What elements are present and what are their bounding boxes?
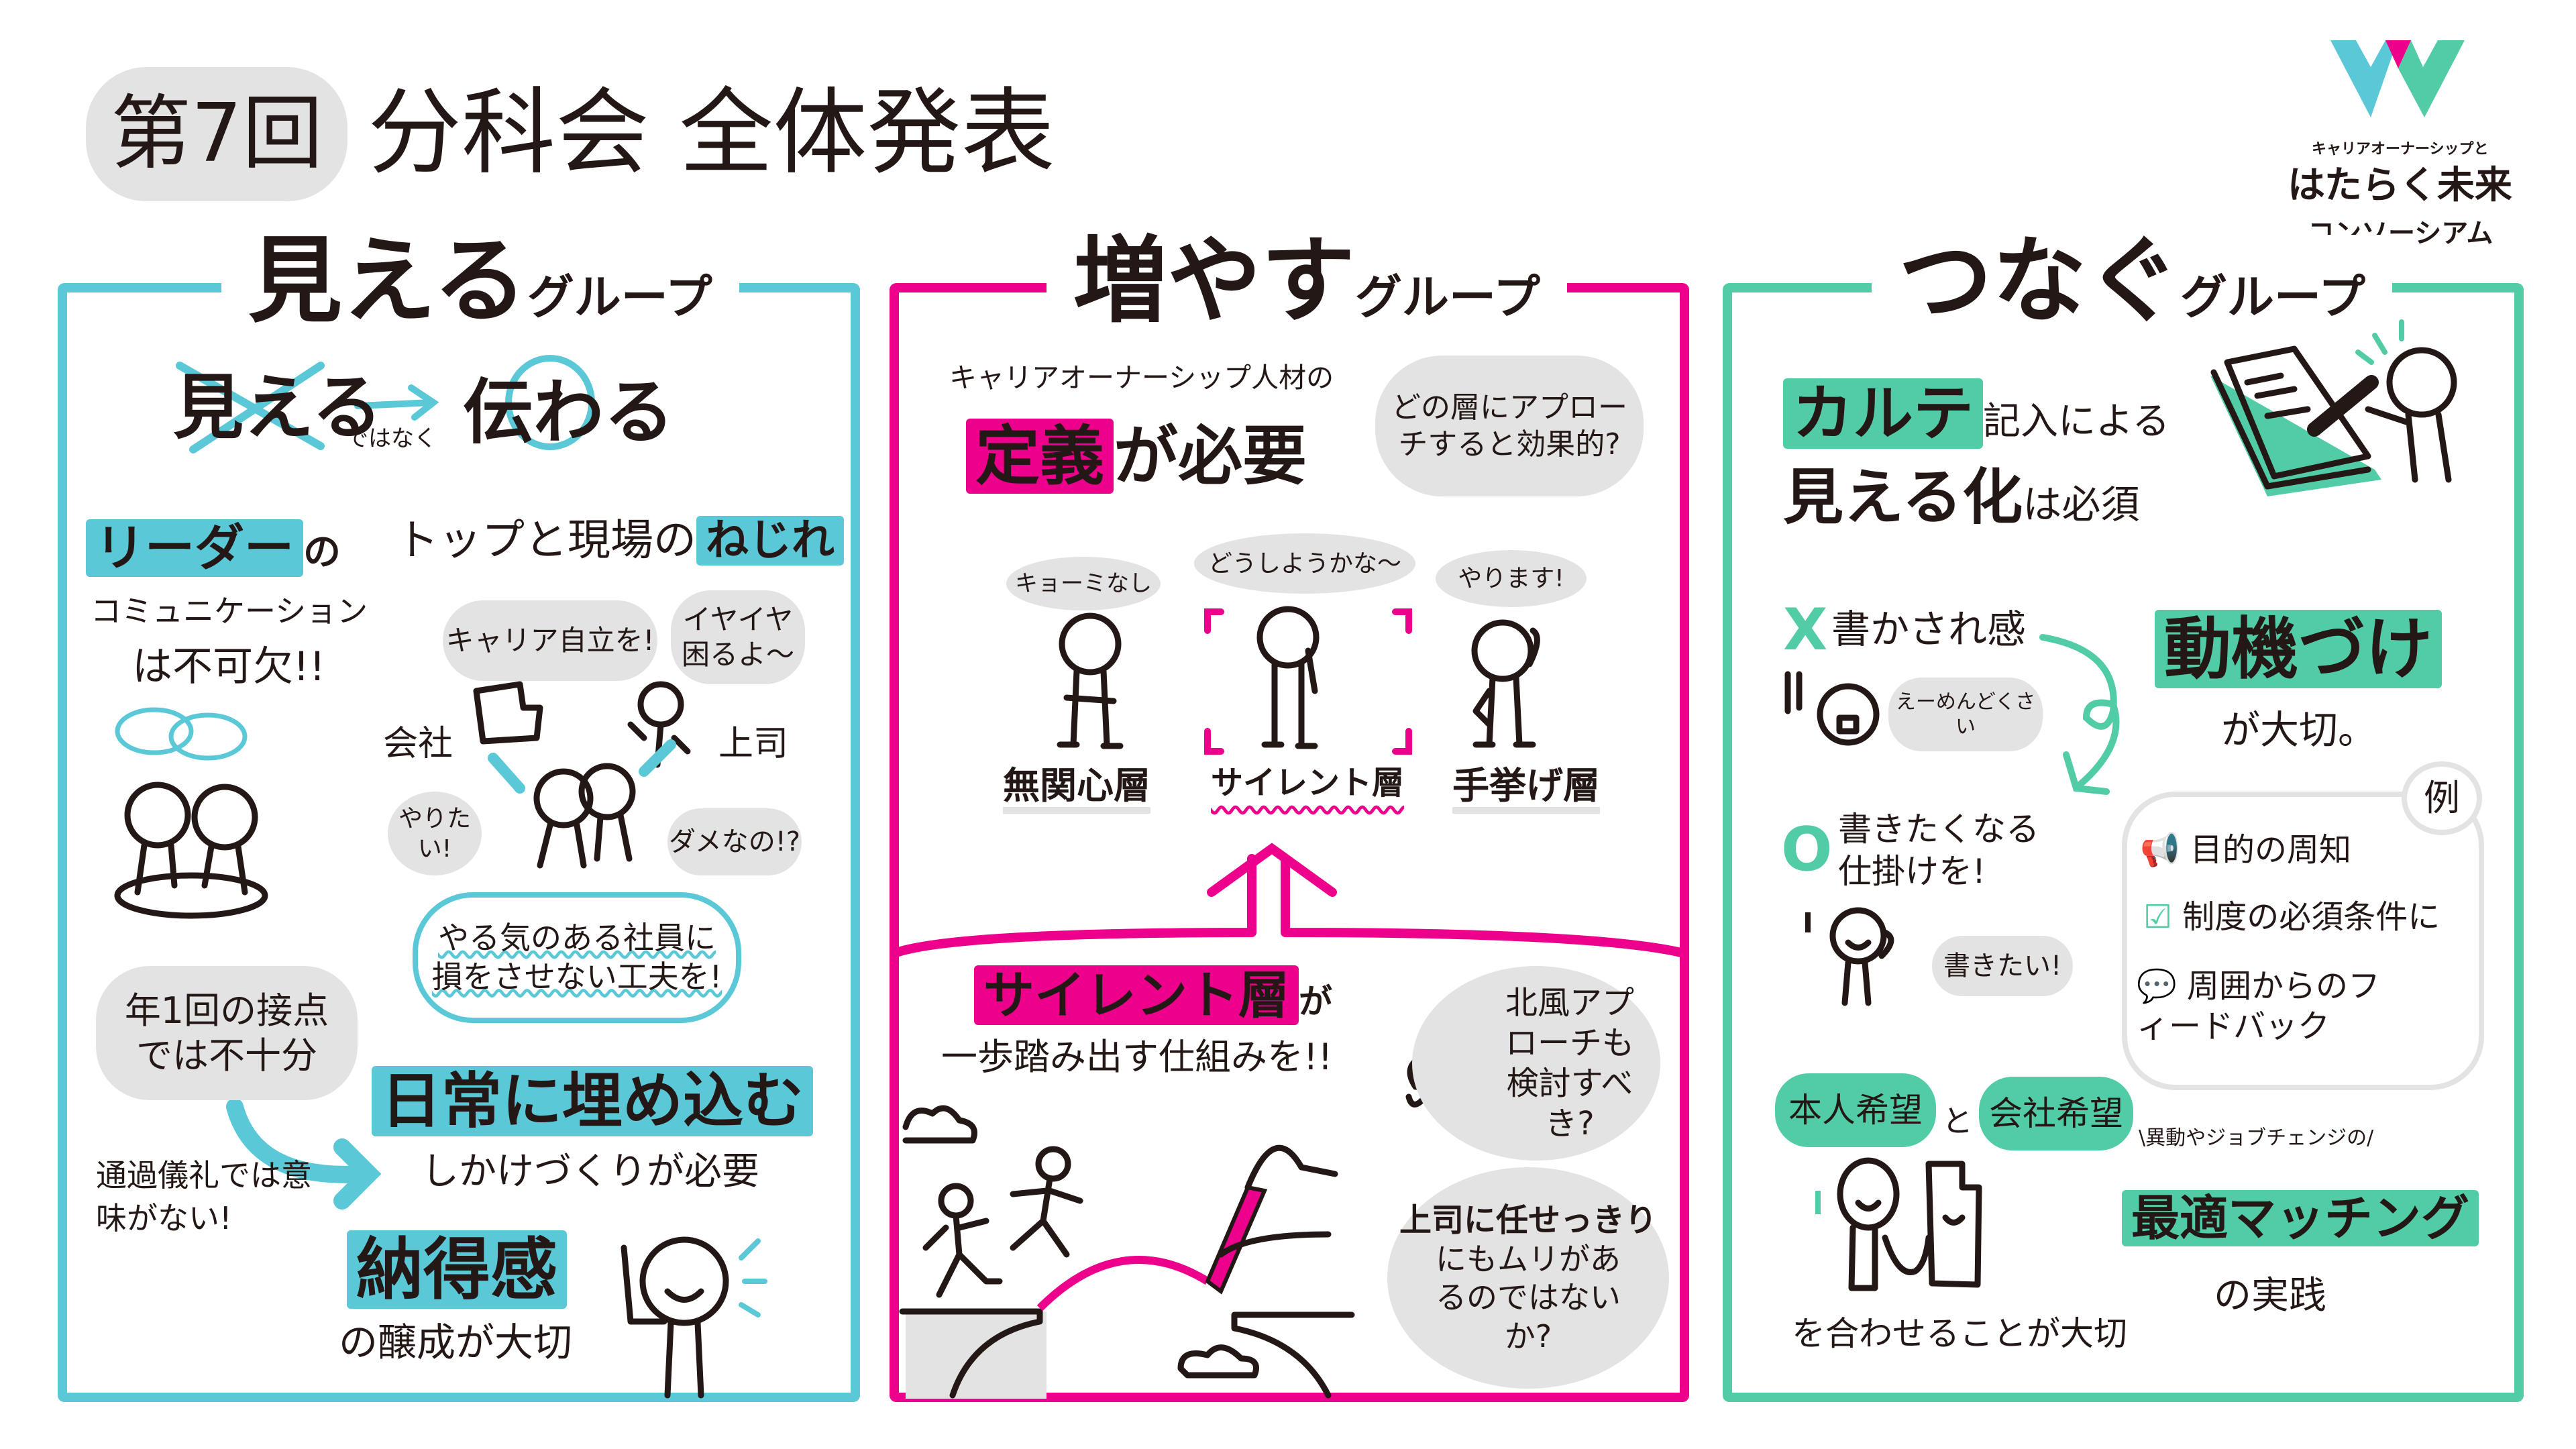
panel-title-mieru: 見えるグループ <box>221 235 739 329</box>
example-tag: 例 <box>2402 761 2482 835</box>
layer-uninterested-label: 無関心層 <box>1003 764 1151 814</box>
cliff-jump-illustration <box>899 1105 1355 1399</box>
bubble-company: キャリア自立を! <box>443 600 657 681</box>
and-text: と <box>1942 1103 1973 1139</box>
label-company: 会社 <box>383 724 453 764</box>
bubble-tedious: えーめんどくさい <box>1888 678 2043 751</box>
karte-heading: カルテ記入による <box>1783 378 2169 449</box>
practice-text: の実践 <box>2214 1274 2326 1318</box>
step-text: 一歩踏み出す仕組みを!! <box>941 1036 1333 1078</box>
curved-arrow-icon <box>226 1098 382 1210</box>
happy-writer-illustration <box>1805 907 1894 1006</box>
conversation-people-illustration <box>114 707 268 919</box>
motivation-sub: が大切。 <box>2221 707 2377 753</box>
bubble-no: ダメなの!? <box>667 808 802 875</box>
cross-out-icon <box>176 362 325 453</box>
example-item: ☑ 制度の必須条件に <box>2143 898 2440 936</box>
annoyed-face-icon <box>1784 671 1880 746</box>
layer-silent-label: サイレント層 <box>1211 764 1405 802</box>
mechanism-text: しかけづくりが必要 <box>421 1150 759 1193</box>
arrow-right-icon <box>354 384 439 421</box>
embed-heading: 日常に埋め込む <box>372 1066 813 1136</box>
chat-bubble-icon: 💬 <box>2137 967 2177 1005</box>
self-wish-bubble: 本人希望 <box>1775 1073 1936 1147</box>
panel-title-tsunagu: つなぐグループ <box>1872 235 2392 329</box>
ritual-text: 通過儀礼では意味がない! <box>96 1157 312 1237</box>
cloud-annual-contact: 年1回の接点では不十分 <box>96 966 358 1100</box>
bad-text: 書かされ感 <box>1831 606 2027 652</box>
megaphone-icon: 📢 <box>2140 831 2180 869</box>
bubble-want: やりたい! <box>388 792 482 875</box>
good-mark: O <box>1781 814 1833 885</box>
panel-title-fuyasu: 増やすグループ <box>1046 235 1567 329</box>
loop-arrow-icon <box>2039 634 2120 795</box>
crossed-word: 見える <box>173 367 382 449</box>
conviction-heading: 納得感 <box>347 1230 567 1309</box>
circle-mark-icon <box>505 355 595 450</box>
up-arrow-icon <box>892 843 1686 957</box>
boss-limit-bubble: 上司に任せっきり にもムリがあるのではないか? <box>1387 1167 1669 1389</box>
thought-raise-hand: やります! <box>1436 550 1587 607</box>
examples-box <box>2122 792 2484 1090</box>
bubble-boss: イヤイヤ困るよ〜 <box>671 590 805 684</box>
three-layer-people-illustration <box>1057 606 1540 755</box>
essential-text: は不可欠!! <box>132 643 326 690</box>
idea-bubble: やる気のある社員に損をさせない工夫を! <box>413 892 741 1023</box>
thought-uninterested: キョーミなし <box>1006 557 1161 610</box>
writing-person-illustration <box>2210 319 2457 496</box>
north-wind-bubble: 北風アプローチも検討すべき? <box>1412 966 1660 1161</box>
example-item: 💬 周囲からのフィードバック <box>2137 967 2381 1045</box>
happy-person-illustration <box>621 1236 767 1399</box>
layer-raise-hand-label: 手挙げ層 <box>1452 764 1601 814</box>
handshake-illustration <box>1815 1157 1982 1291</box>
page-title: 分科会 全体発表 <box>368 78 1055 188</box>
connector-text: ではなく <box>345 425 437 452</box>
definition-heading: 定義が必要 <box>966 419 1307 494</box>
bad-mark: X <box>1783 596 1828 663</box>
twist-heading: トップと現場のねじれ <box>396 516 844 566</box>
leader-heading: リーダーの <box>86 519 341 577</box>
definition-line1: キャリアオーナーシップ人材の <box>949 362 1334 394</box>
consortium-logo: キャリアオーナーシップと はたらく未来 コンソーシアム <box>2288 34 2522 262</box>
company-boss-staff-illustration <box>473 681 691 869</box>
company-wish-bubble: 会社希望 <box>1979 1077 2133 1150</box>
bubble-which-layer: どの層にアプローチすると効果的? <box>1375 356 1644 496</box>
circled-word: 伝わる <box>463 372 675 453</box>
good-text: 書きたくなる仕掛けを! <box>1838 810 2039 891</box>
logo-w-mark <box>2330 40 2465 117</box>
transfer-text: \異動やジョブチェンジの/ <box>2139 1126 2374 1150</box>
motivation-heading: 動機づけ <box>2155 610 2442 688</box>
combine-text: を合わせることが大切 <box>1792 1314 2127 1353</box>
communication-text: コミュニケーション <box>91 593 368 629</box>
conviction-sub: の醸成が大切 <box>339 1320 573 1365</box>
visualization-heading: 見える化は必須 <box>1783 462 2140 533</box>
example-item: 📢 目的の周知 <box>2140 831 2352 869</box>
checkbox-icon: ☑ <box>2143 898 2173 936</box>
bubble-want-write: 書きたい! <box>1932 936 2073 996</box>
session-badge: 第7回 <box>86 67 347 201</box>
thought-silent: どうしようかな〜 <box>1194 533 1415 594</box>
match-heading: 最適マッチング <box>2122 1190 2479 1246</box>
silent-heading: サイレント層が <box>974 965 1332 1025</box>
label-boss: 上司 <box>718 724 789 764</box>
